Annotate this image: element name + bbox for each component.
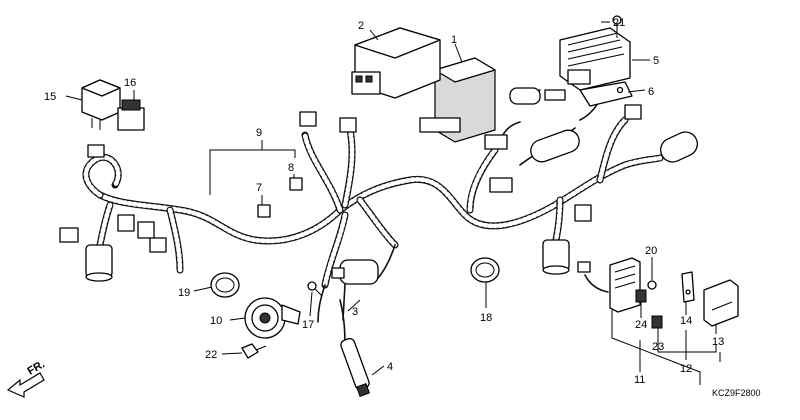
part-7-8-connectors: [257, 177, 303, 218]
callout-18: 18: [480, 312, 492, 324]
front-marker-text: FR.: [26, 358, 47, 377]
bulb-socket-mid-right: [530, 129, 580, 163]
bulb-socket-upper: [509, 87, 566, 105]
callout-19: 19: [178, 287, 190, 299]
callout-4: 4: [387, 361, 393, 373]
part-2-module-box: [351, 27, 441, 99]
part-5-regulator: [559, 27, 631, 91]
part-15-relay: [81, 79, 121, 130]
part-20-screw: [647, 280, 657, 290]
part-14-bracket: [681, 271, 695, 303]
callout-17: 17: [302, 319, 314, 331]
diagram-code: KCZ9F2800: [712, 388, 761, 398]
part-4-plug-cap: [340, 337, 371, 398]
front-arrow: FR.: [6, 358, 47, 398]
part-3-ignition-coil: [331, 259, 379, 321]
connectors-right: [574, 104, 642, 222]
part-10-horn: [244, 297, 301, 339]
callout-1: 1: [451, 34, 457, 46]
callout-22: 22: [205, 349, 217, 361]
part-16-small-relay: [117, 99, 145, 131]
connector-cluster-left: [59, 144, 167, 253]
callout-16: 16: [124, 77, 136, 89]
part-6-bracket: [579, 81, 633, 107]
main-wire-harness: [82, 116, 664, 289]
leader-lines: [65, 21, 721, 385]
connectors-mid: [484, 134, 513, 193]
callout-20: 20: [645, 245, 657, 257]
part-13-box: [703, 279, 739, 327]
part-11-module: [577, 257, 641, 313]
bulb-socket-far-right: [660, 131, 698, 163]
part-24-clip: [635, 289, 647, 303]
callout-labels: 1 2 3 4 5 6 7 8 9 10 11 12 13 14 15 16 1…: [44, 17, 724, 386]
part-19-clamp: [210, 272, 240, 298]
part-22-bolt: [241, 343, 267, 359]
part-1-control-unit: [419, 57, 496, 143]
callout-5: 5: [653, 55, 659, 67]
part-18-clamp: [470, 257, 500, 283]
callout-3: 3: [352, 306, 358, 318]
part-21-bolt: [612, 15, 622, 38]
callout-14: 14: [680, 315, 692, 327]
callout-23: 23: [652, 341, 664, 353]
callout-21: 21: [613, 17, 625, 29]
callout-9: 9: [256, 127, 262, 139]
connectors-top-middle: [299, 111, 357, 133]
callout-11: 11: [634, 374, 645, 386]
callout-15: 15: [44, 91, 56, 103]
part-23-clip: [651, 315, 663, 329]
callout-2: 2: [358, 20, 364, 32]
callout-7: 7: [256, 182, 262, 194]
callout-8: 8: [288, 162, 294, 174]
part-17-screw: [307, 281, 323, 297]
callout-13: 13: [712, 336, 724, 348]
bulb-socket-left: [85, 244, 113, 282]
callout-10: 10: [210, 315, 222, 327]
bulb-socket-lower-right: [542, 239, 570, 275]
callout-6: 6: [648, 86, 654, 98]
callout-12: 12: [680, 363, 692, 375]
callout-24: 24: [635, 319, 647, 331]
